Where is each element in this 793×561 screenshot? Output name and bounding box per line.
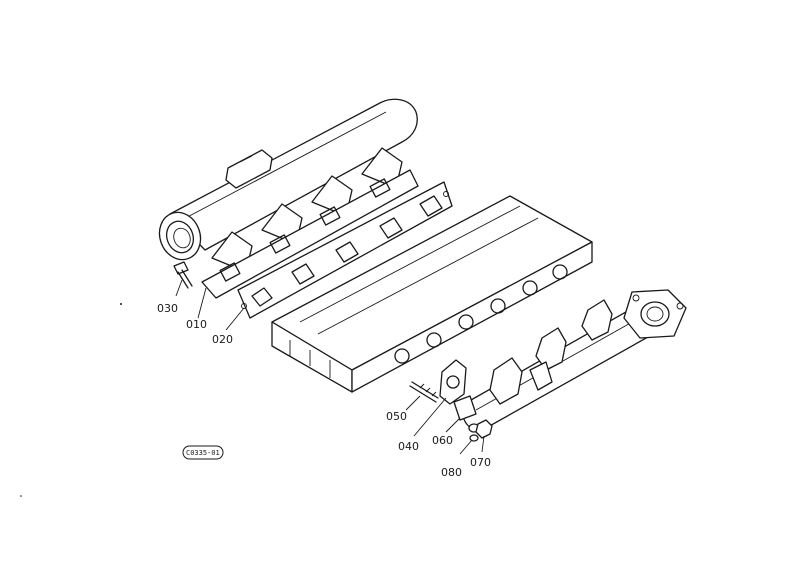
reference-code-badge: C0335-01 [182, 445, 224, 460]
leader-lines [175, 279, 485, 455]
part-label-060: 060 [432, 434, 453, 447]
part-label-010: 010 [186, 318, 207, 331]
reference-code: C0335-01 [186, 449, 220, 457]
intake-manifold-gasket[interactable] [237, 181, 453, 319]
dot-mark [20, 495, 22, 497]
bolt[interactable] [173, 261, 193, 289]
part-label-030: 030 [157, 302, 178, 315]
part-label-040: 040 [398, 440, 419, 453]
exhaust-manifold[interactable] [453, 289, 687, 431]
nut[interactable] [475, 419, 493, 439]
dot-mark [120, 303, 122, 305]
part-label-020: 020 [212, 333, 233, 346]
exhaust-gasket[interactable] [439, 359, 467, 405]
part-label-050: 050 [386, 410, 407, 423]
part-label-070: 070 [470, 456, 491, 469]
cylinder-head[interactable] [271, 195, 593, 393]
lock-washer[interactable] [469, 434, 479, 442]
stud-bolt[interactable] [409, 381, 439, 403]
part-label-080: 080 [441, 466, 462, 479]
intake-manifold[interactable] [153, 98, 419, 299]
